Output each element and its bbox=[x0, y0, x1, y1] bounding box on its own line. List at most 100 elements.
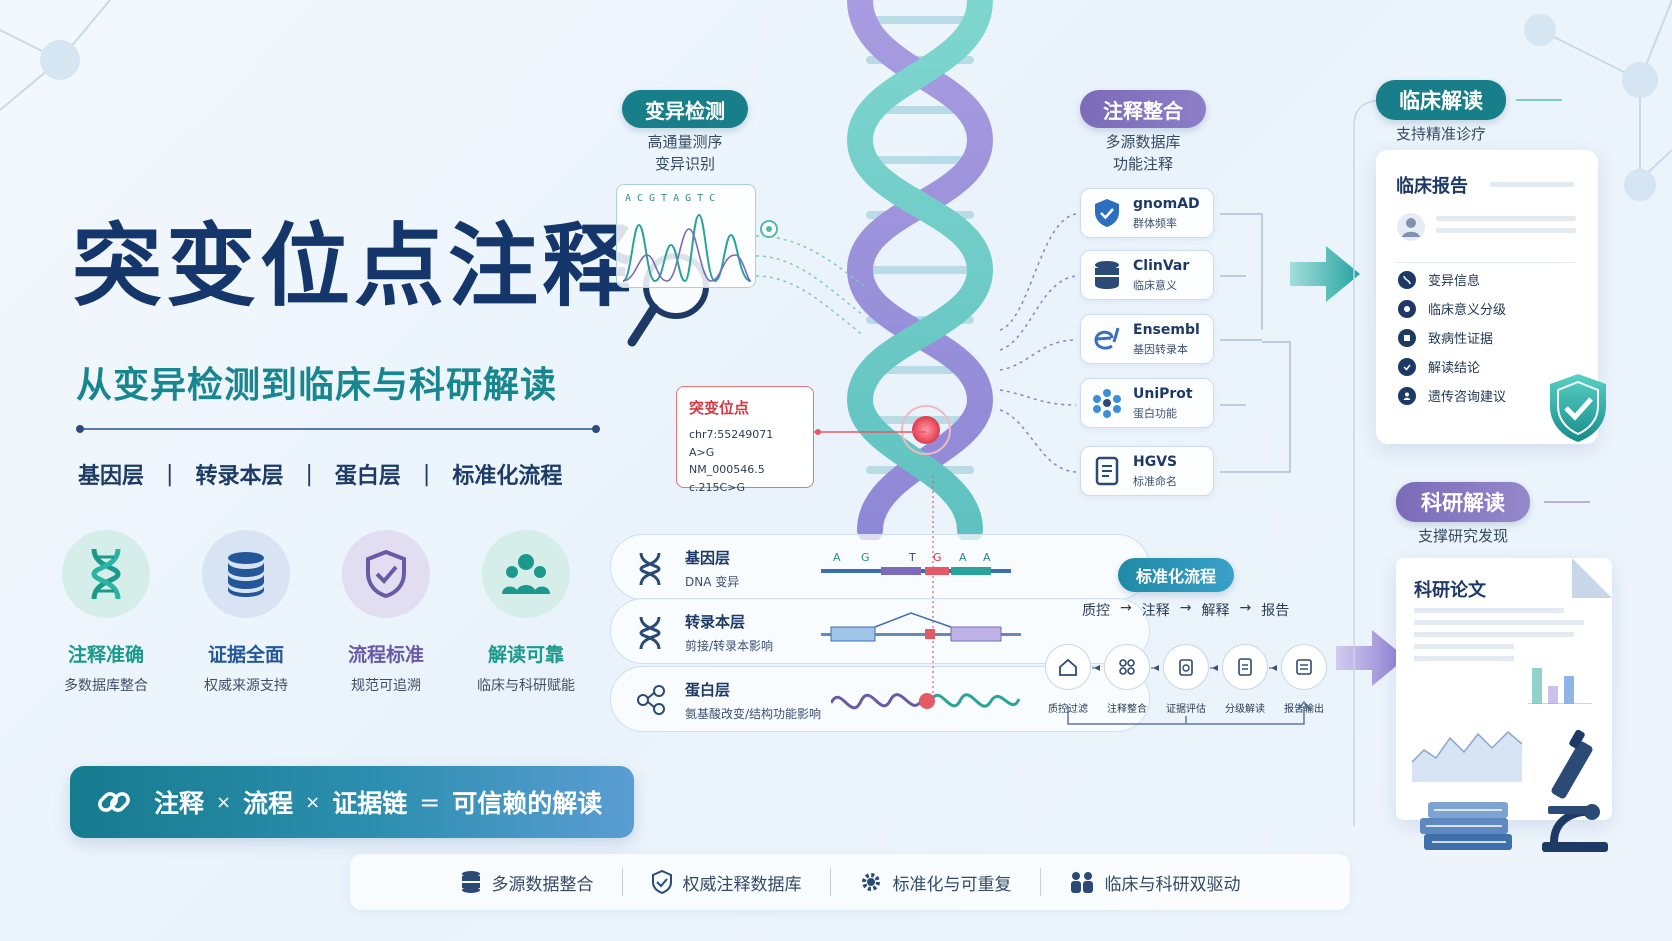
pill-standard-flow: 标准化流程 bbox=[1118, 558, 1234, 592]
report-item: 解读结论 bbox=[1398, 357, 1480, 376]
team-icon bbox=[482, 530, 570, 618]
chromatogram-graphic bbox=[623, 213, 751, 283]
transcript-splicing-graphic bbox=[821, 612, 1021, 642]
layer-row-sub: 氨基酸改变/结构功能影响 bbox=[685, 707, 822, 721]
placeholder-line bbox=[1414, 620, 1584, 625]
document-icon bbox=[1238, 658, 1252, 676]
arrow-right-icon bbox=[1336, 630, 1406, 686]
bottom-item-label: 临床与科研双驱动 bbox=[1104, 874, 1241, 895]
arrow-right-icon bbox=[1290, 246, 1360, 302]
bottom-item-label: 多源数据整合 bbox=[491, 874, 594, 895]
flow-step-label: 质控过滤 bbox=[1048, 704, 1088, 715]
dna-icon bbox=[62, 530, 150, 618]
layer-row-gene: 基因层 DNA 变异 A G T G A A bbox=[610, 534, 1150, 600]
base-letter: G bbox=[933, 551, 942, 564]
layer-label-transcript: 转录本层 bbox=[195, 464, 284, 489]
dna-icon bbox=[639, 552, 661, 586]
base-letter: G bbox=[861, 551, 870, 564]
database-icon bbox=[461, 871, 480, 893]
mutation-title: 突变位点 bbox=[689, 399, 750, 417]
sequencing-chart-box: ACGTAGTC bbox=[616, 184, 756, 288]
db-name: ClinVar bbox=[1133, 257, 1190, 274]
mutation-pointer-line bbox=[814, 429, 926, 435]
flow-step-annotate bbox=[1104, 644, 1150, 690]
gene-sequence-track: A G T G A A bbox=[821, 551, 1011, 575]
db-card-ensembl: Ensembl 基因转录本 bbox=[1080, 314, 1214, 364]
main-title: 突变位点注释 bbox=[72, 214, 636, 319]
detect-sub-line: 高通量测序 bbox=[647, 133, 723, 151]
bottom-item: 标准化与可重复 bbox=[831, 870, 1040, 895]
report-item-label: 变异信息 bbox=[1428, 274, 1481, 289]
db-name: Ensembl bbox=[1133, 321, 1200, 338]
report-item: 致病性证据 bbox=[1398, 328, 1493, 347]
feature-title: 注释准确 bbox=[67, 644, 144, 666]
db-sub: 基因转录本 bbox=[1133, 342, 1188, 356]
chain-step: 质控 bbox=[1082, 603, 1110, 619]
clinical-subtitle: 支持精准诊疗 bbox=[1395, 125, 1486, 143]
chain-arrow: → bbox=[1179, 600, 1192, 616]
placeholder-line bbox=[1414, 632, 1574, 637]
flow-step-label: 注释整合 bbox=[1107, 704, 1147, 715]
molecule-icon bbox=[1398, 299, 1416, 318]
report-item-label: 临床意义分级 bbox=[1428, 303, 1507, 318]
shield-check-icon bbox=[651, 870, 672, 894]
user-avatar-icon bbox=[1397, 213, 1425, 241]
bar-chart-icon bbox=[1528, 668, 1592, 704]
pill-variant-detection: 变异检测 bbox=[622, 90, 748, 128]
dna-icon bbox=[1398, 270, 1416, 289]
chain-step: 注释 bbox=[1141, 603, 1170, 619]
area-chart-icon bbox=[1412, 730, 1522, 782]
detect-sub-line: 变异识别 bbox=[654, 154, 715, 173]
report-item: 变异信息 bbox=[1398, 270, 1480, 289]
pill-clinical: 临床解读 bbox=[1376, 80, 1506, 120]
shield-check-icon bbox=[1091, 197, 1123, 229]
layer-row-title: 蛋白层 bbox=[685, 681, 731, 699]
db-name: HGVS bbox=[1133, 453, 1178, 470]
layer-label-protein: 蛋白层 bbox=[334, 464, 401, 489]
formula-annotation: 注释 bbox=[154, 789, 205, 818]
formula-equals: = bbox=[419, 787, 441, 817]
db-sub: 群体频率 bbox=[1133, 216, 1177, 230]
sequence-letters: ACGTAGTC bbox=[625, 193, 722, 204]
document-icon bbox=[1091, 455, 1123, 487]
bottom-item: 临床与科研双驱动 bbox=[1041, 870, 1269, 895]
title-divider bbox=[76, 425, 600, 433]
divider bbox=[829, 868, 831, 896]
evidence-icon bbox=[1398, 328, 1416, 347]
flow-step-label: 分级解读 bbox=[1225, 704, 1265, 715]
layer-row-title: 转录本层 bbox=[685, 613, 746, 631]
formula-process: 流程 bbox=[243, 789, 294, 818]
bottom-item-label: 标准化与可重复 bbox=[892, 874, 1012, 895]
formula-times: × bbox=[305, 791, 321, 813]
report-icon bbox=[1296, 659, 1312, 675]
mutation-site-box: 突变位点 chr7:55249071 A>G NM_000546.5 c.215… bbox=[676, 386, 814, 494]
clipboard-icon bbox=[1179, 659, 1193, 676]
feature-title: 解读可靠 bbox=[487, 644, 564, 666]
detect-subtitle: 高通量测序 变异识别 bbox=[622, 132, 748, 176]
database-icon bbox=[1091, 259, 1123, 291]
dna-helix-illustration bbox=[846, 0, 994, 540]
feature-title: 证据全面 bbox=[207, 644, 284, 666]
separator: | bbox=[305, 461, 313, 487]
mutation-line: NM_000546.5 bbox=[689, 463, 765, 477]
placeholder-line bbox=[1436, 228, 1576, 233]
shield-check-icon bbox=[342, 530, 430, 618]
flow-step-evidence bbox=[1163, 644, 1209, 690]
research-subtitle: 支撑研究发现 bbox=[1417, 527, 1508, 545]
divider bbox=[1039, 868, 1041, 896]
placeholder-line bbox=[1436, 216, 1576, 221]
report-item: 遗传咨询建议 bbox=[1398, 386, 1506, 405]
report-item-label: 遗传咨询建议 bbox=[1428, 390, 1507, 405]
placeholder-line bbox=[1414, 644, 1514, 649]
link-icon bbox=[98, 792, 130, 812]
feature-sub: 多数据库整合 bbox=[64, 678, 148, 694]
base-letter: A bbox=[833, 551, 841, 564]
protein-ribbon-graphic bbox=[831, 693, 1021, 710]
flow-step-report bbox=[1281, 644, 1327, 690]
feature-sub: 规范可追溯 bbox=[351, 678, 421, 694]
base-letter: A bbox=[983, 551, 991, 564]
user-icon bbox=[1398, 386, 1416, 405]
